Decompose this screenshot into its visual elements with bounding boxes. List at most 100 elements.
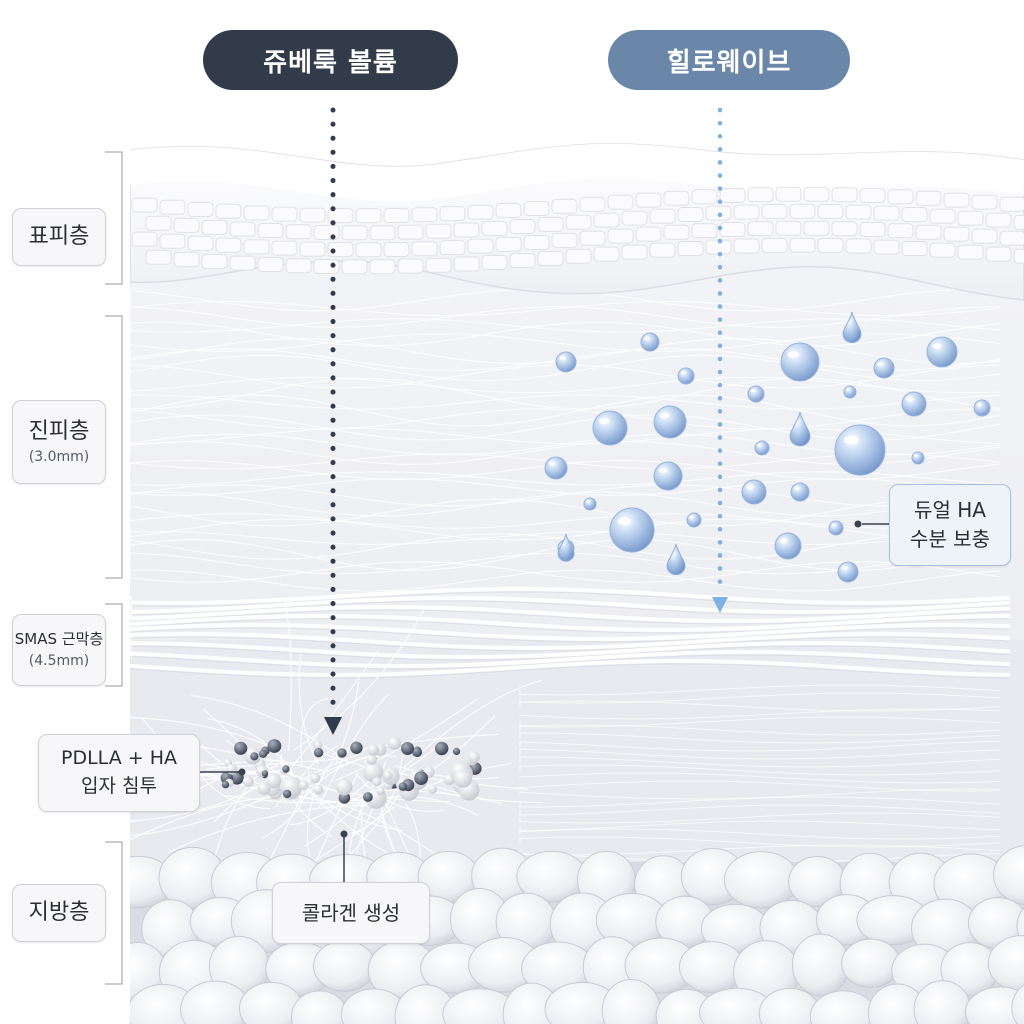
collagen-fiber (298, 653, 319, 765)
epidermis-cell (201, 219, 228, 235)
epidermis-cell (887, 223, 914, 239)
label-epidermis: 표피층 (12, 208, 106, 266)
particle (250, 752, 259, 761)
fat-globule (312, 940, 376, 992)
dermis-fiber (130, 337, 1001, 365)
particle (259, 749, 268, 759)
smas-band-shadow (130, 645, 1011, 661)
particle (234, 741, 248, 755)
particle (309, 772, 321, 784)
dermis-fiber (130, 377, 1001, 410)
epidermis-cell (187, 201, 214, 217)
epidermis-cell (369, 225, 396, 241)
deep-fibers (519, 684, 1001, 864)
epidermis-cell (439, 240, 466, 256)
epidermis-cell (523, 200, 550, 216)
epidermis-cell (565, 214, 592, 230)
epidermis-cell (775, 186, 802, 202)
teardrop (842, 311, 862, 344)
droplet-highlight (559, 356, 566, 360)
particle (313, 784, 324, 795)
epidermis-cell (551, 232, 578, 248)
smas-band (130, 604, 1011, 624)
droplet-highlight (689, 515, 694, 519)
epidermis-cell (481, 254, 508, 270)
dermis-fiber (130, 394, 1001, 427)
fat-globule (993, 845, 1024, 905)
particle (376, 786, 385, 796)
epidermis-cell (425, 257, 452, 273)
epidermis-cell (397, 224, 424, 240)
deep-fiber (519, 724, 1001, 736)
water-droplet (741, 479, 767, 505)
water-droplet (901, 391, 927, 417)
callout-pdlla-title: PDLLA + HA (61, 747, 177, 770)
smas-band-shadow (130, 636, 1011, 652)
collagen-fiber (286, 649, 380, 774)
smas-band-shadow (130, 618, 1011, 634)
water-droplet (592, 410, 628, 446)
epidermis-cell (383, 241, 410, 257)
collagen-fiber (167, 804, 376, 854)
water-droplet (677, 367, 695, 385)
epidermis-cell (565, 248, 592, 264)
water-droplet (544, 456, 568, 480)
epidermis-cell (215, 237, 242, 253)
water-droplet (873, 357, 895, 379)
epidermis-cell (229, 255, 256, 271)
dermis-fiber (130, 394, 1001, 410)
epidermis-cell (663, 190, 690, 206)
callout-collagen-text: 콜라겐 생성 (301, 900, 401, 925)
droplet-highlight (779, 538, 788, 544)
smas-band (130, 631, 1011, 651)
dermis-fiber (130, 408, 1001, 430)
droplet-highlight (877, 362, 884, 366)
water-droplet (686, 512, 702, 528)
epidermis-cell (649, 208, 676, 224)
droplet-highlight (787, 350, 800, 358)
water-droplet (834, 424, 886, 476)
deep-fiber (519, 820, 1001, 832)
collagen-fiber (350, 750, 404, 835)
droplet-highlight (976, 403, 982, 407)
droplet-highlight (598, 418, 610, 425)
deep-fiber (519, 844, 1001, 856)
droplet-highlight (586, 500, 590, 503)
epidermis-cell (831, 221, 858, 237)
smas-band (130, 595, 1011, 614)
epidermis-cell (173, 251, 200, 267)
epidermis-cell (803, 220, 830, 236)
epidermis-cell (1013, 214, 1024, 230)
smas-bands (130, 587, 1011, 679)
epidermis-cell (509, 218, 536, 234)
pdlla-ha-particles (220, 736, 482, 809)
epidermis-cell (453, 256, 480, 272)
label-smas-text: SMAS 근막층 (14, 629, 104, 648)
epidermis-cell (663, 224, 690, 240)
water-droplet (973, 399, 991, 417)
epidermis-cell (271, 206, 298, 222)
deep-fiber (519, 708, 1001, 720)
dermis-fiber (130, 569, 1001, 592)
epidermis-cell (509, 252, 536, 268)
droplet-highlight (746, 485, 754, 490)
deep-fiber (519, 772, 1001, 784)
epidermis-cell (635, 226, 662, 242)
collagen-fiber (130, 716, 282, 752)
fat-globule (964, 986, 1024, 1024)
particle (388, 736, 402, 750)
droplet-highlight (932, 343, 942, 349)
epidermis-cell (411, 241, 438, 257)
particle (337, 748, 347, 758)
epidermis-cell (411, 207, 438, 223)
particle (435, 741, 449, 756)
epidermis-cell (131, 231, 158, 247)
epidermis-cell (677, 240, 704, 256)
epidermis-cell (551, 198, 578, 214)
water-droplet (837, 561, 859, 583)
epidermis-cell (159, 199, 186, 215)
particle (242, 776, 254, 787)
epidermis-cell (131, 197, 158, 213)
epidermis-cell (621, 244, 648, 260)
